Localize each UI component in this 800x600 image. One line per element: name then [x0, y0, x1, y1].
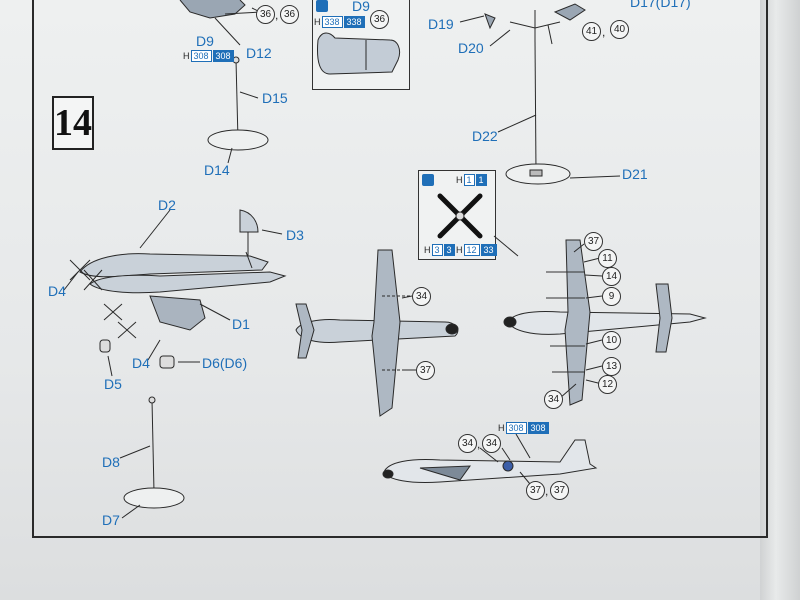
- part-label-d9-inset: D9: [352, 0, 370, 14]
- part-label-d15: D15: [262, 90, 288, 106]
- part-label-d14: D14: [204, 162, 230, 178]
- decal-ref: 13: [602, 357, 621, 376]
- step-number-box: 14: [52, 96, 94, 150]
- decal-ref: 34: [544, 390, 563, 409]
- color-code-side-view: H 308 308: [498, 422, 549, 434]
- decal-ref: 37: [550, 481, 569, 500]
- part-label-d2: D2: [158, 197, 176, 213]
- paint-brush-icon: [316, 0, 328, 12]
- part-label-d12: D12: [246, 45, 272, 61]
- color-code-prop-bottom-right: H 12 33: [456, 244, 497, 256]
- separator: ,: [545, 484, 549, 498]
- part-label-d3: D3: [286, 227, 304, 243]
- color-code-prop-bottom-left: H 3 3: [424, 244, 455, 256]
- decal-ref: 37: [584, 232, 603, 251]
- decal-ref: 40: [610, 20, 629, 39]
- part-label-d9-top: D9: [196, 33, 214, 49]
- decal-ref: 36: [370, 10, 389, 29]
- decal-ref: 36: [256, 5, 275, 24]
- separator: ,: [275, 8, 279, 22]
- decal-ref: 37: [416, 361, 435, 380]
- decal-ref: 36: [280, 5, 299, 24]
- part-label-d6: D6(D6): [202, 355, 248, 371]
- part-label-d22: D22: [472, 128, 498, 144]
- part-label-d17: D17(D17): [630, 0, 691, 10]
- color-code-prop-top: H 1 1: [456, 174, 487, 186]
- part-label-d7: D7: [102, 512, 120, 528]
- decal-ref: 37: [526, 481, 545, 500]
- decal-ref: 34: [458, 434, 477, 453]
- decal-ref: 9: [602, 287, 621, 306]
- part-label-d19: D19: [428, 16, 454, 32]
- decal-ref: 11: [598, 249, 617, 268]
- color-code-inset: H 338 338: [314, 16, 365, 28]
- step-frame: [32, 0, 768, 538]
- paint-brush-icon: [422, 174, 434, 186]
- decal-ref: 12: [598, 375, 617, 394]
- part-label-d8: D8: [102, 454, 120, 470]
- decal-ref: 41: [582, 22, 601, 41]
- color-code-top-left: H 308 308: [183, 50, 234, 62]
- decal-ref: 34: [482, 434, 501, 453]
- part-label-d21: D21: [622, 166, 648, 182]
- part-label-d5: D5: [104, 376, 122, 392]
- separator: ,: [477, 437, 481, 451]
- decal-ref: 14: [602, 267, 621, 286]
- part-label-d4-left: D4: [48, 283, 66, 299]
- separator: ,: [602, 25, 606, 39]
- part-label-d20: D20: [458, 40, 484, 56]
- part-label-d4-bottom: D4: [132, 355, 150, 371]
- decal-ref: 10: [602, 331, 621, 350]
- part-label-d1: D1: [232, 316, 250, 332]
- decal-ref: 34: [412, 287, 431, 306]
